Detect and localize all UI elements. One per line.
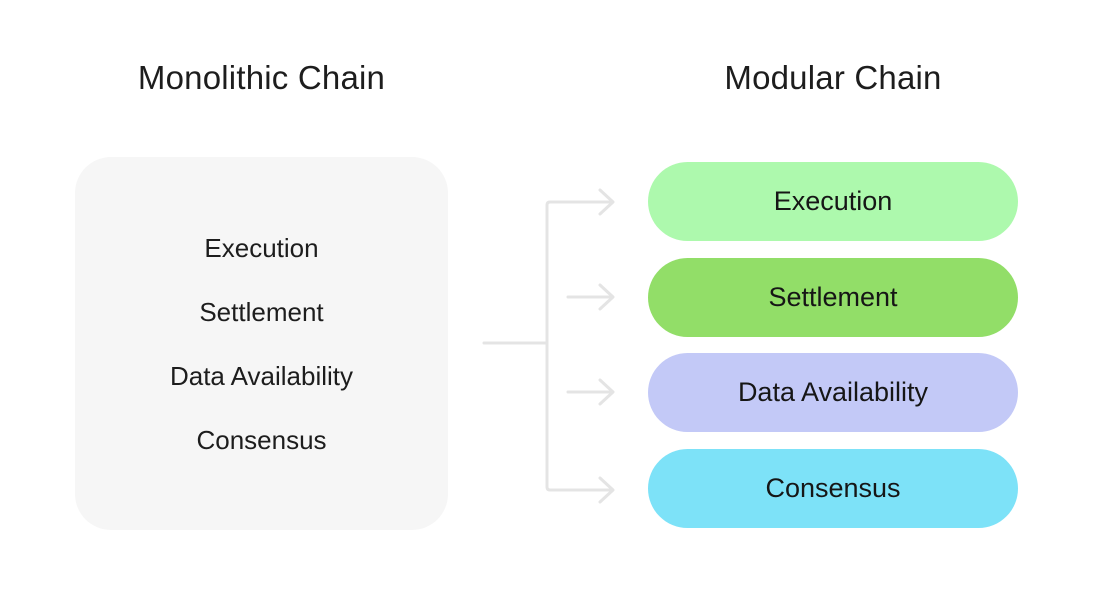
modular-chain-stack: Execution Settlement Data Availability C… [648, 162, 1018, 528]
arrowhead-data-availability-icon [598, 378, 615, 406]
arrowhead-execution-icon [598, 188, 615, 216]
modular-chain-title: Modular Chain [724, 59, 942, 96]
arrowhead-settlement-icon [598, 283, 615, 311]
arrow-bracket [545, 200, 612, 492]
modular-pill-data-availability: Data Availability [648, 353, 1018, 432]
modular-pill-settlement: Settlement [648, 257, 1018, 337]
arrowhead-consensus-icon [598, 476, 615, 504]
monolithic-chain-title: Monolithic Chain [137, 59, 386, 96]
monolithic-layer-consensus: Consensus [196, 424, 327, 455]
monolithic-layer-settlement: Settlement [199, 296, 324, 327]
modular-pill-consensus: Consensus [648, 448, 1018, 528]
monolithic-layer-data-availability: Data Availability [169, 360, 354, 391]
modular-pill-execution: Execution [648, 162, 1018, 241]
monolithic-chain-box: Execution Settlement Data Availability C… [75, 157, 448, 530]
monolithic-layer-execution: Execution [204, 232, 319, 263]
